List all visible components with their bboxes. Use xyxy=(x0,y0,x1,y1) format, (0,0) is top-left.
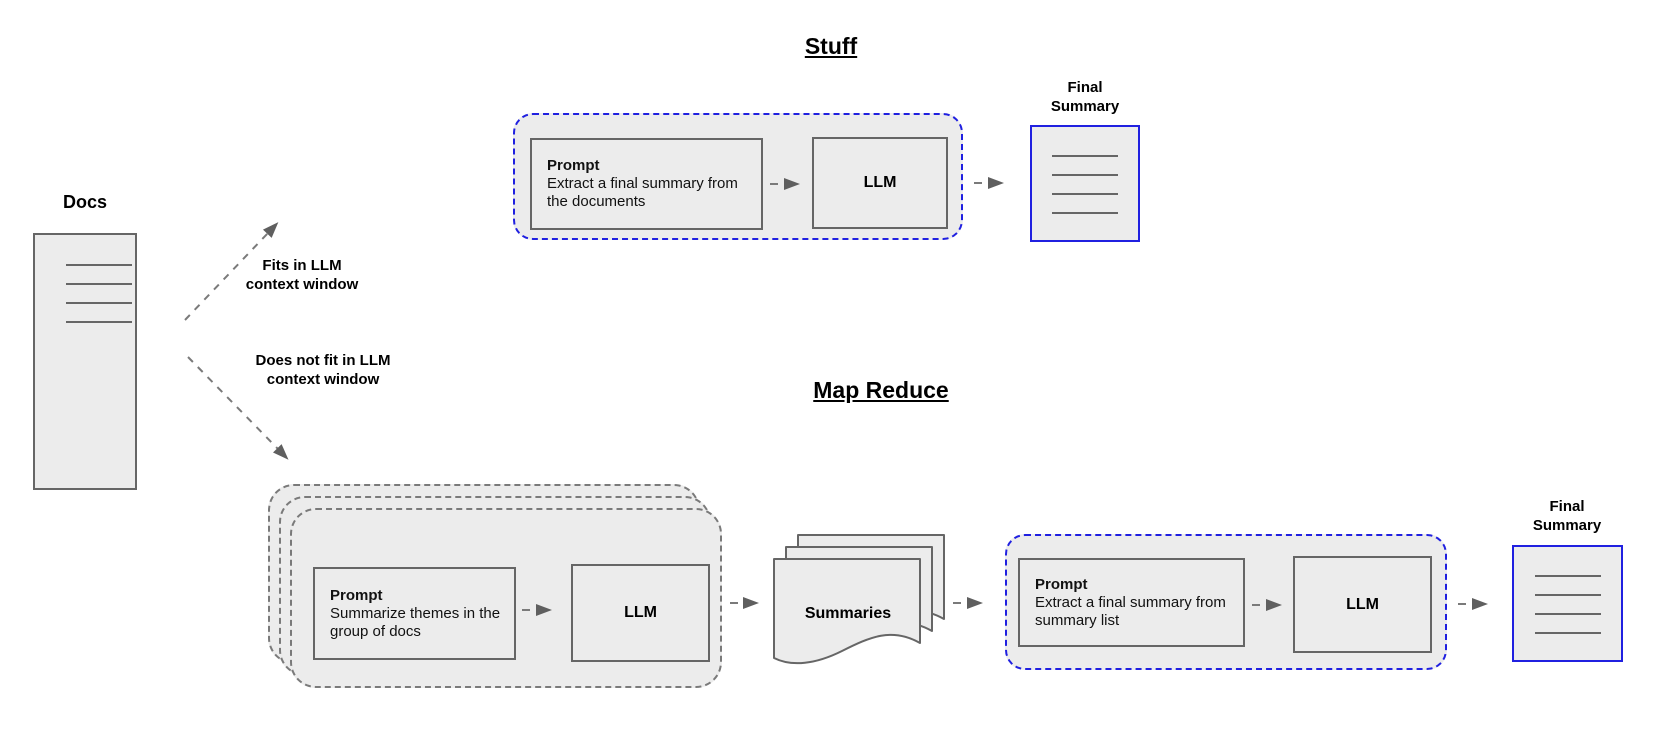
summaries-stack-icon xyxy=(773,534,945,665)
doc-line xyxy=(66,302,132,304)
stuff-final-summary-label-line1: Final xyxy=(1067,79,1103,96)
mapreduce-final-summary-label-line2: Summary xyxy=(1532,517,1602,534)
map-llm-box: LLM xyxy=(571,564,710,662)
mapreduce-final-summary-label-line1: Final xyxy=(1549,498,1585,515)
doc-line xyxy=(66,264,132,266)
doc-line xyxy=(1052,174,1118,176)
doc-line xyxy=(66,321,132,323)
stuff-llm-box: LLM xyxy=(812,137,948,229)
doc-line xyxy=(1052,193,1118,195)
mapreduce-final-summary-doc-icon xyxy=(1512,545,1623,662)
stuff-final-summary-label: Final Summary xyxy=(1025,78,1145,116)
reduce-prompt-title: Prompt xyxy=(1035,575,1088,593)
doc-line xyxy=(1535,632,1601,634)
stuff-prompt-title: Prompt xyxy=(547,157,600,174)
branch-label-fits: Fits in LLM context window xyxy=(222,256,382,294)
doc-line xyxy=(1535,613,1601,615)
reduce-llm-box: LLM xyxy=(1293,556,1432,653)
stuff-prompt-box: Prompt Extract a final summary from the … xyxy=(530,138,763,230)
summaries-label: Summaries xyxy=(804,605,892,622)
summary-text-lines xyxy=(1535,575,1601,651)
doc-line xyxy=(1052,212,1118,214)
reduce-prompt-box: Prompt Extract a final summary from summ… xyxy=(1018,558,1245,647)
doc-line xyxy=(1535,575,1601,577)
stuff-final-summary-doc-icon xyxy=(1030,125,1140,242)
branch-label-not-fit-line2: context window xyxy=(266,371,380,388)
stuff-prompt-body: Extract a final summary from the documen… xyxy=(547,175,738,210)
map-reduce-title: Map Reduce xyxy=(813,377,949,403)
mapreduce-final-summary-label: Final Summary xyxy=(1507,497,1627,535)
summaries-sheet-front xyxy=(773,558,921,665)
branch-label-fits-line1: Fits in LLM xyxy=(262,257,342,274)
doc-line xyxy=(1052,155,1118,157)
map-prompt-body: Summarize themes in the group of docs xyxy=(330,604,501,640)
doc-line xyxy=(1535,594,1601,596)
map-prompt-title: Prompt xyxy=(330,586,383,604)
docs-icon xyxy=(33,233,137,490)
stuff-final-summary-label-line2: Summary xyxy=(1050,98,1120,115)
reduce-prompt-body: Extract a final summary from summary lis… xyxy=(1035,593,1226,629)
branch-label-not-fit-line1: Does not fit in LLM xyxy=(255,352,391,369)
branch-label-not-fit: Does not fit in LLM context window xyxy=(213,351,433,389)
doc-line xyxy=(66,283,132,285)
branch-label-fits-line2: context window xyxy=(245,276,359,293)
summary-text-lines xyxy=(1052,155,1118,231)
docs-text-lines xyxy=(66,264,132,340)
docs-label: Docs xyxy=(62,192,107,212)
stuff-title: Stuff xyxy=(804,33,858,59)
map-prompt-box: Prompt Summarize themes in the group of … xyxy=(313,567,516,660)
